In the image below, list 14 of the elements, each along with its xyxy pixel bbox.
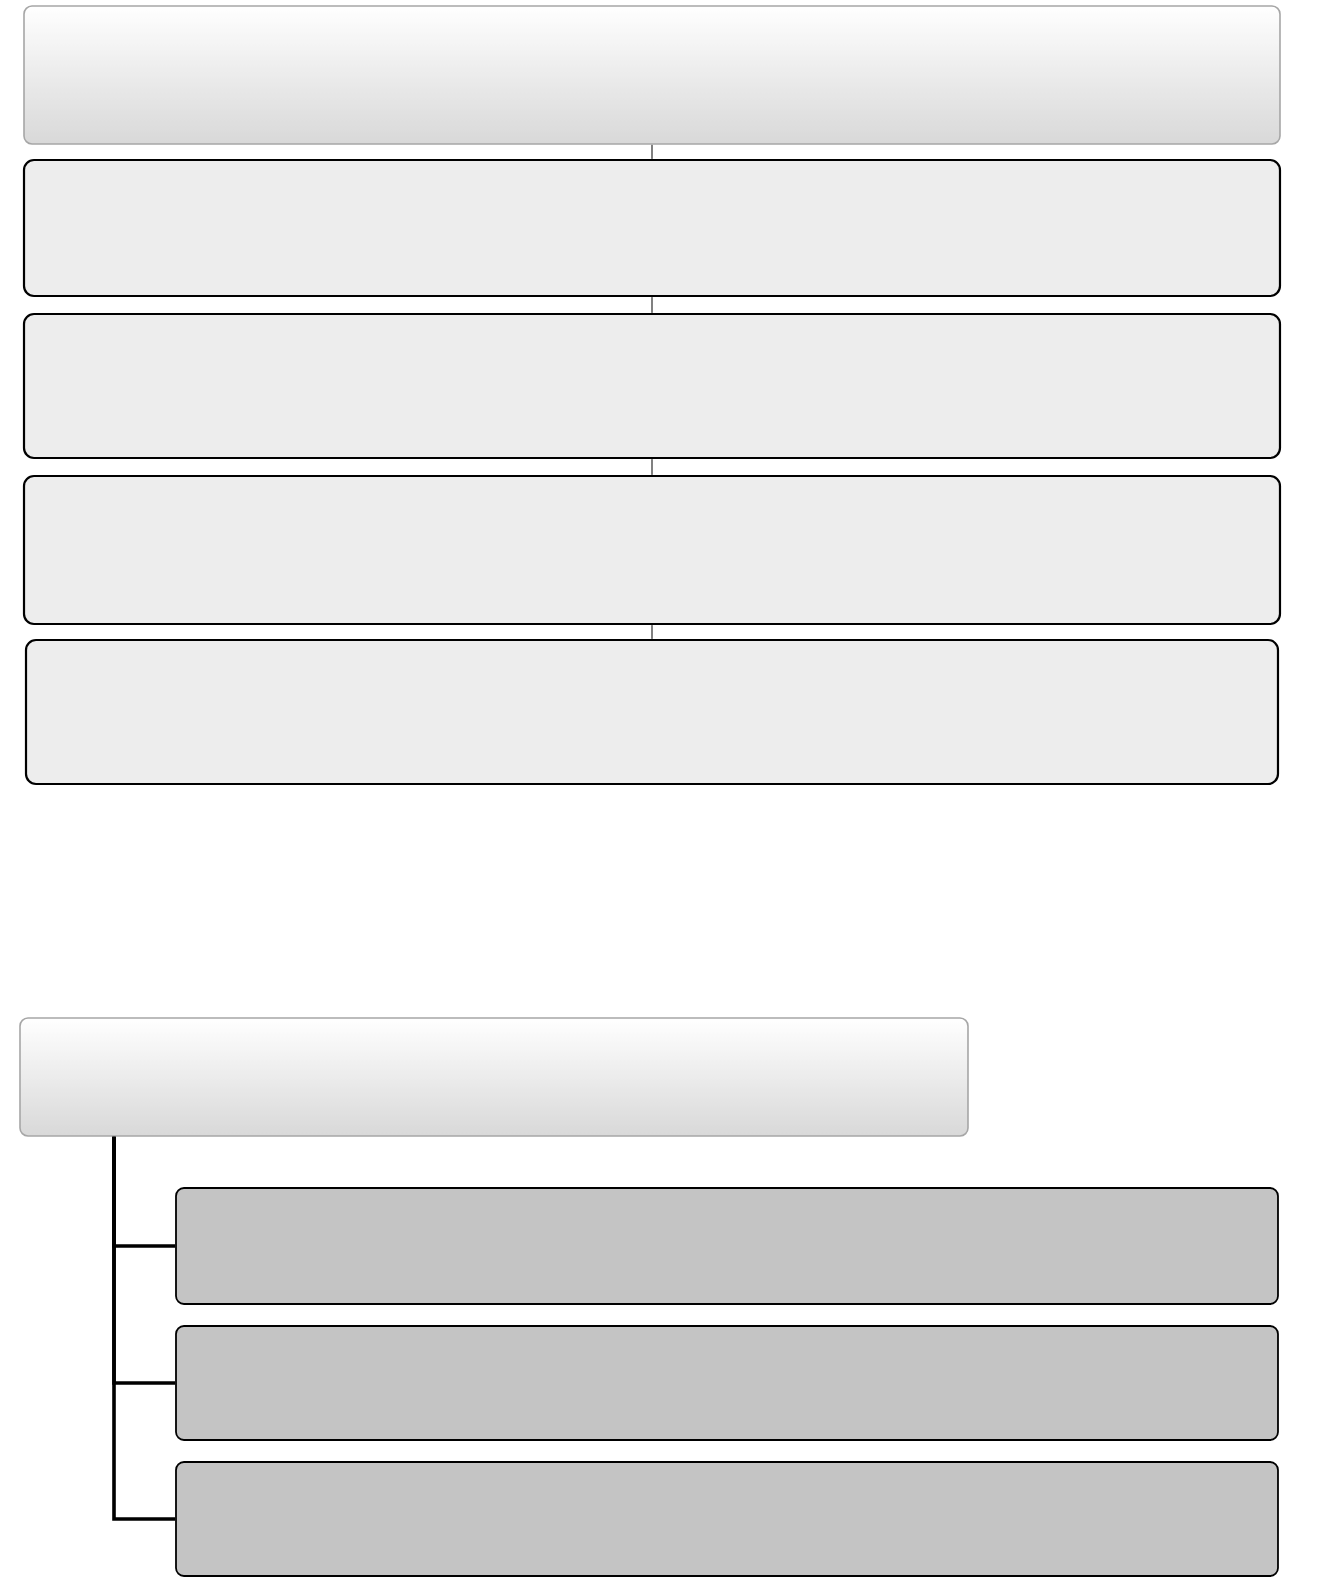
process-box <box>175 1187 1279 1305</box>
process-box <box>22 158 1282 298</box>
connector <box>651 296 653 314</box>
heading-box <box>19 1017 969 1137</box>
connector <box>651 624 653 640</box>
process-box <box>175 1325 1279 1441</box>
process-box <box>22 474 1282 626</box>
process-box <box>22 312 1282 460</box>
connector <box>651 143 653 160</box>
connector <box>112 1136 176 1521</box>
process-box <box>175 1461 1279 1577</box>
process-box <box>24 638 1280 786</box>
heading-box <box>23 5 1281 145</box>
connector <box>651 458 653 476</box>
